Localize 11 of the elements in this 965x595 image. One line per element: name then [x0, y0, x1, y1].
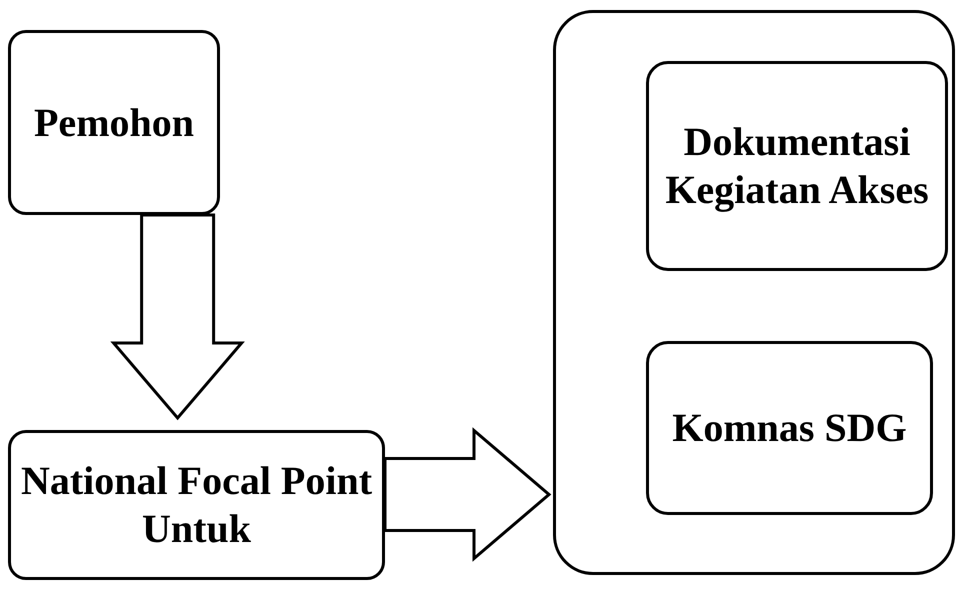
node-label: Dokumentasi Kegiatan Akses — [664, 118, 930, 214]
block-arrow — [384, 427, 552, 562]
block-arrow — [110, 214, 245, 420]
node-label: Pemohon — [33, 98, 195, 146]
node-label: National Focal Point Untuk — [20, 457, 374, 553]
container-box — [553, 10, 955, 575]
node-label: Komnas SDG — [671, 404, 908, 452]
process-box — [646, 61, 948, 271]
process-box — [646, 341, 933, 515]
process-box — [8, 30, 220, 215]
process-box — [8, 430, 385, 580]
